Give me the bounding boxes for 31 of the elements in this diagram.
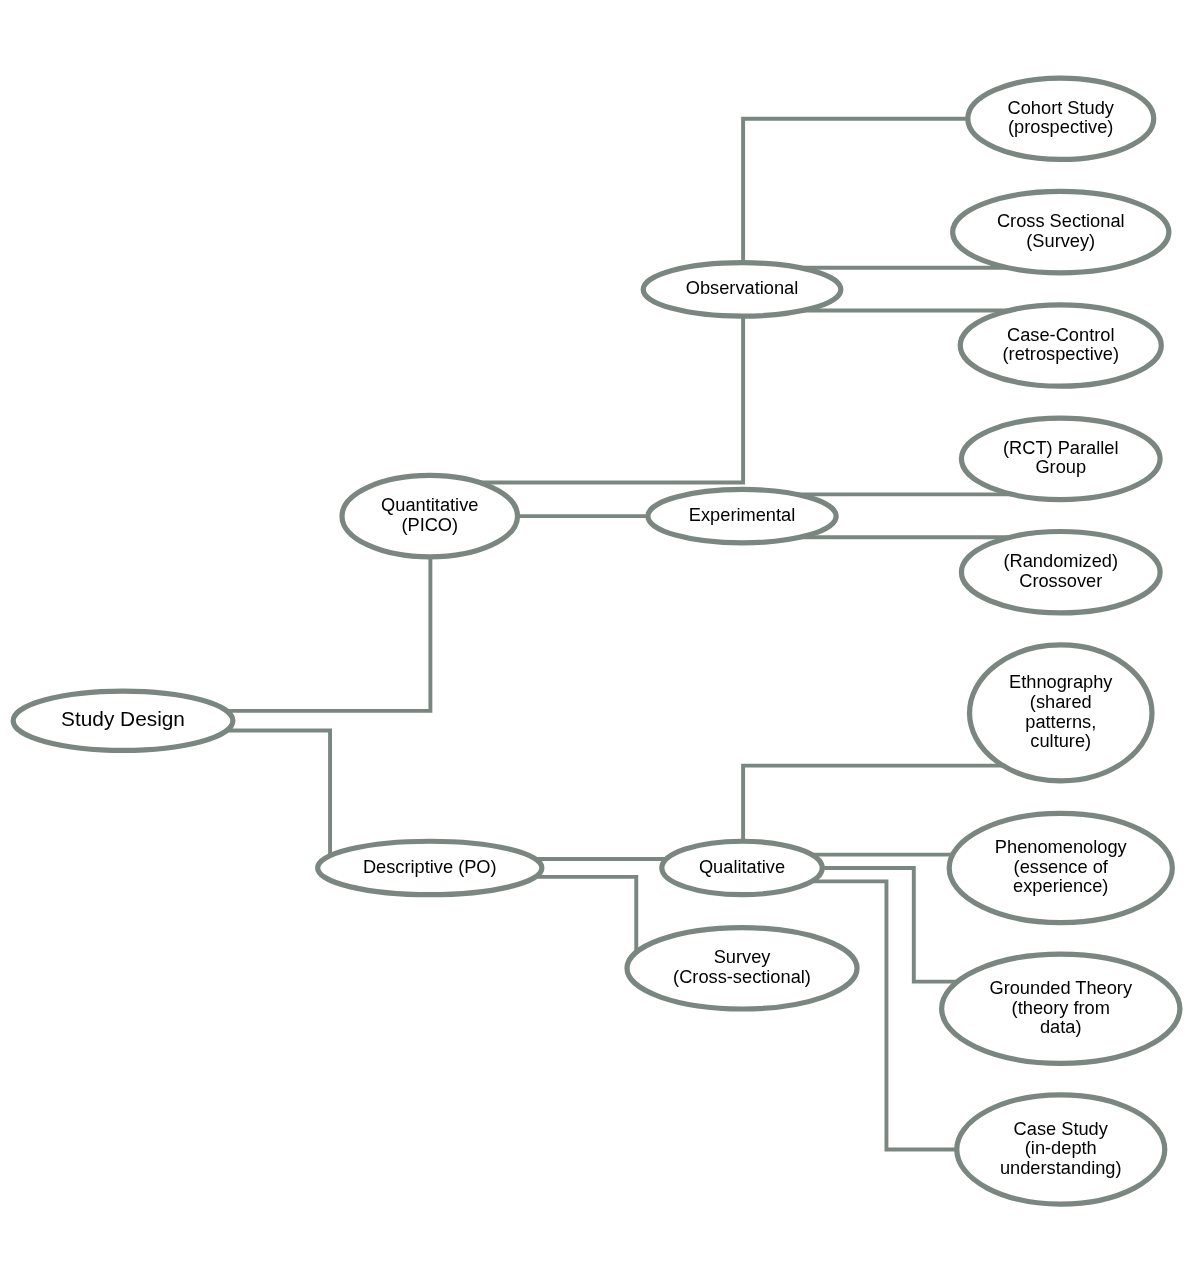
connector — [811, 852, 953, 857]
node-ellipse: Phenomenology (essence of experience) — [946, 810, 1175, 925]
connector — [536, 874, 639, 952]
connector — [478, 315, 746, 484]
connector — [741, 116, 968, 262]
connector — [796, 491, 1013, 496]
connector — [822, 865, 958, 984]
node-ellipse: Qualitative — [659, 838, 825, 897]
node-ellipse: Descriptive (PO) — [315, 838, 545, 897]
node-ellipse: Experimental — [645, 486, 839, 545]
connector — [811, 878, 957, 1151]
node-ellipse: (RCT) Parallel Group — [958, 415, 1163, 502]
node-ellipse: Study Design — [10, 687, 236, 753]
connector — [799, 534, 1010, 539]
node-ellipse: Cross Sectional (Survey) — [950, 188, 1172, 275]
connector — [799, 265, 1009, 270]
node-ellipse: Grounded Theory (theory from data) — [939, 950, 1183, 1066]
connector — [802, 308, 1010, 312]
connector — [226, 556, 433, 713]
connector — [517, 513, 648, 518]
node-ellipse: Ethnography (shared patterns, culture) — [966, 641, 1155, 783]
node-ellipse: Survey (Cross-sectional) — [624, 924, 860, 1012]
connector — [741, 763, 1003, 841]
node-ellipse: Case-Control (retrospective) — [957, 301, 1164, 389]
node-ellipse: Cohort Study (prospective) — [965, 74, 1157, 162]
connector — [535, 856, 667, 861]
node-ellipse: (Randomized) Crossover — [958, 528, 1163, 615]
node-ellipse: Observational — [640, 259, 844, 319]
node-ellipse: Quantitative (PICO) — [339, 472, 521, 559]
node-ellipse: Case Study (in-depth understanding) — [954, 1091, 1168, 1207]
connector — [226, 728, 332, 855]
